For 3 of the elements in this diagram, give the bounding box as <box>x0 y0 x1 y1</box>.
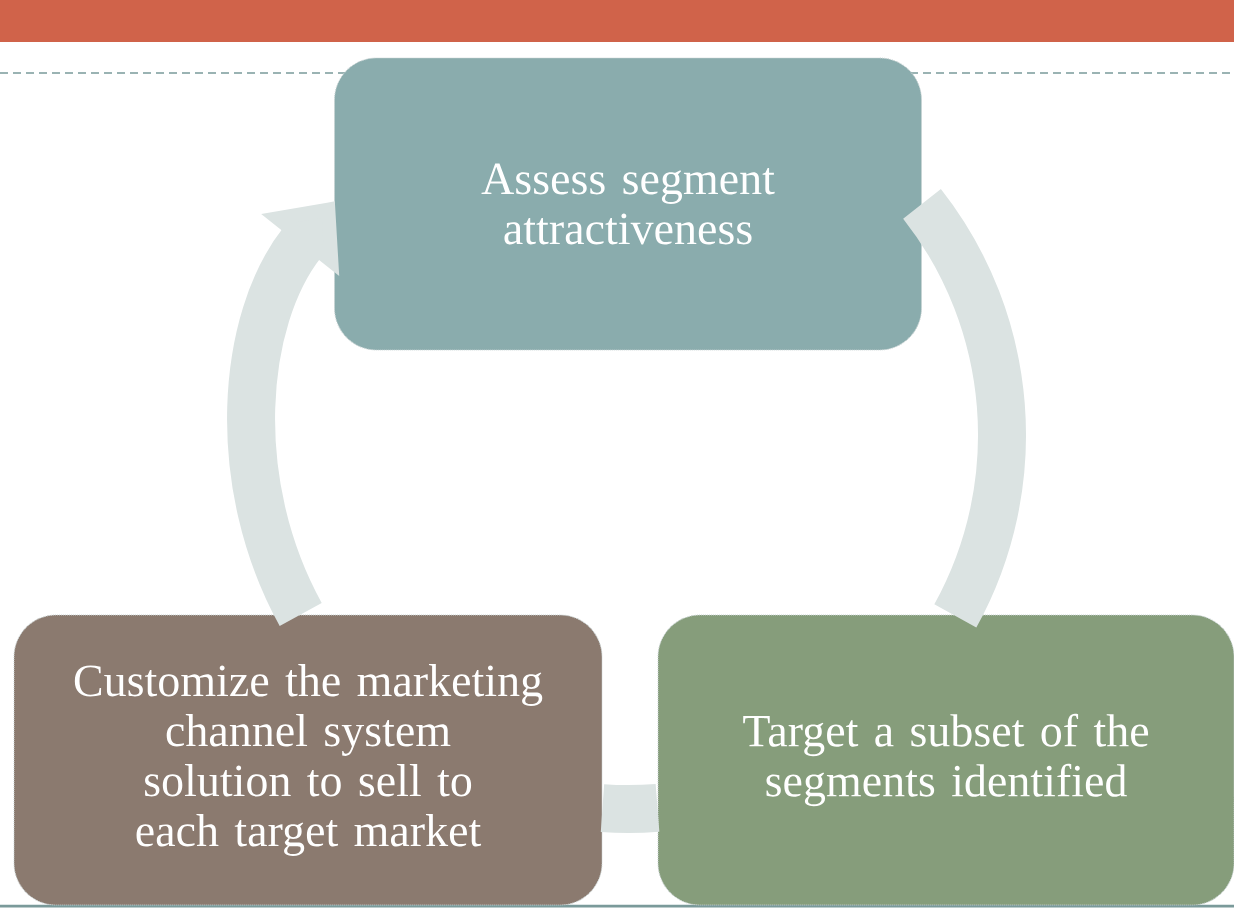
process-box: Target a subset of the segments identified <box>657 614 1234 906</box>
process-box: Customize the marketing channel system solution to sell to each target market <box>13 614 603 906</box>
process-box: Assess segment attractiveness <box>334 57 922 351</box>
